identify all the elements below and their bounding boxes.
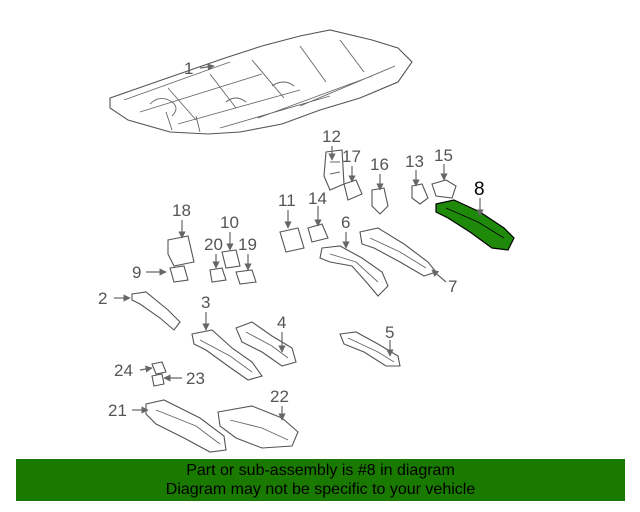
part-17[interactable]: [343, 179, 363, 201]
banner-line-2: Diagram may not be specific to your vehi…: [165, 481, 476, 498]
part-4[interactable]: [235, 321, 297, 367]
callout-17: 17: [342, 147, 361, 166]
callout-9: 9: [132, 263, 141, 282]
callout-24: 24: [114, 361, 133, 380]
callout-8: 8: [474, 179, 485, 200]
callout-4: 4: [277, 313, 286, 332]
callout-3: 3: [201, 293, 210, 312]
callout-labels: 1 2 3 4 5 6 7 8 9 10 11 12 13 14 15 16 1…: [98, 59, 485, 420]
part-24[interactable]: [151, 361, 167, 375]
callout-14: 14: [308, 189, 327, 208]
part-14[interactable]: [307, 223, 329, 243]
part-1-frame[interactable]: [109, 29, 413, 135]
part-6-crossmember[interactable]: [319, 245, 389, 297]
callout-19: 19: [238, 235, 257, 254]
part-2[interactable]: [131, 291, 181, 331]
part-23[interactable]: [151, 373, 165, 387]
callout-22: 22: [270, 387, 289, 406]
callout-10: 10: [220, 213, 239, 232]
callout-16: 16: [370, 155, 389, 174]
part-21[interactable]: [145, 399, 227, 453]
callout-18: 18: [172, 201, 191, 220]
part-22[interactable]: [217, 405, 299, 449]
part-13[interactable]: [411, 183, 429, 205]
callout-5: 5: [385, 323, 394, 342]
part-8-highlighted[interactable]: [435, 199, 515, 251]
part-20[interactable]: [209, 267, 227, 283]
part-18[interactable]: [167, 235, 195, 267]
part-3[interactable]: [191, 329, 263, 381]
part-9[interactable]: [169, 265, 189, 283]
callout-2: 2: [98, 289, 107, 308]
callout-15: 15: [434, 146, 453, 165]
callout-1: 1: [184, 59, 193, 78]
info-banner: Part or sub-assembly is #8 in diagram Di…: [16, 459, 625, 501]
callout-13: 13: [405, 152, 424, 171]
callout-12: 12: [322, 127, 341, 146]
part-7-crossmember[interactable]: [359, 227, 437, 277]
part-12[interactable]: [323, 149, 345, 191]
callout-11: 11: [278, 191, 296, 210]
part-16[interactable]: [371, 187, 389, 215]
callout-7: 7: [448, 277, 457, 296]
callout-20: 20: [204, 235, 223, 254]
part-5[interactable]: [339, 331, 401, 367]
part-19[interactable]: [235, 269, 257, 285]
part-15[interactable]: [431, 179, 457, 199]
callout-6: 6: [341, 213, 350, 232]
leader-lines: [114, 63, 484, 421]
part-11[interactable]: [279, 227, 305, 253]
banner-line-1: Part or sub-assembly is #8 in diagram: [186, 462, 455, 479]
callout-21: 21: [108, 401, 127, 420]
callout-23: 23: [186, 369, 205, 388]
